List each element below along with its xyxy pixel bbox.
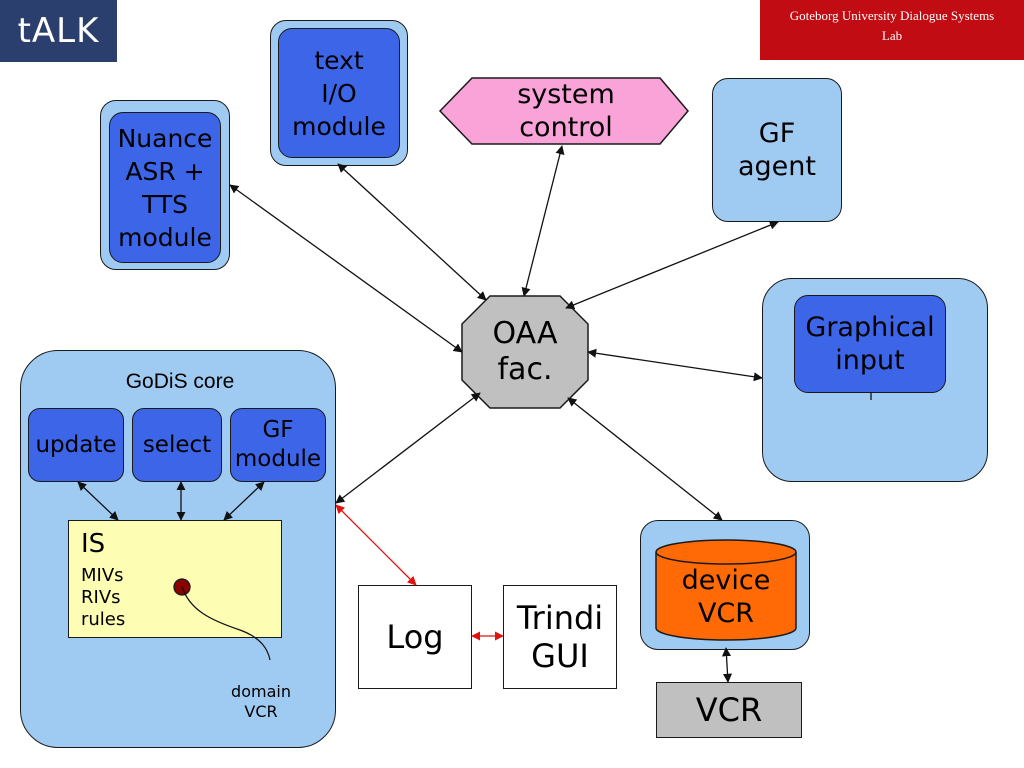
oaa-facilitator-label: OAA fac. [492,316,558,387]
talk-logo-text: tALK [17,11,100,51]
is-contents: MIVs RIVs rules [81,565,126,630]
domain-vcr-label: domain VCR [231,682,291,721]
text-io-module: text I/O module [278,28,400,158]
graphical-input: Graphical input [794,295,946,393]
information-state-box: IS MIVs RIVs rules [68,520,282,638]
device-vcr-label: device VCR [681,565,771,629]
godis-core-title: GoDiS core [125,370,235,393]
system-control-label: system control [517,79,615,143]
lab-banner: Goteborg University Dialogue Systems Lab [760,0,1024,60]
talk-logo: tALK [0,0,117,62]
gf-module: GF module [230,408,326,482]
trindi-gui-box: Trindi GUI [503,585,617,689]
select-module: select [132,408,222,482]
update-module: update [28,408,124,482]
is-title: IS [81,529,106,559]
nuance-asr-tts-module: Nuance ASR + TTS module [109,112,221,263]
log-box: Log [358,585,472,689]
vcr-box: VCR [656,682,802,738]
gf-agent: GF agent [712,78,842,222]
system-control-hexagon [438,77,689,145]
